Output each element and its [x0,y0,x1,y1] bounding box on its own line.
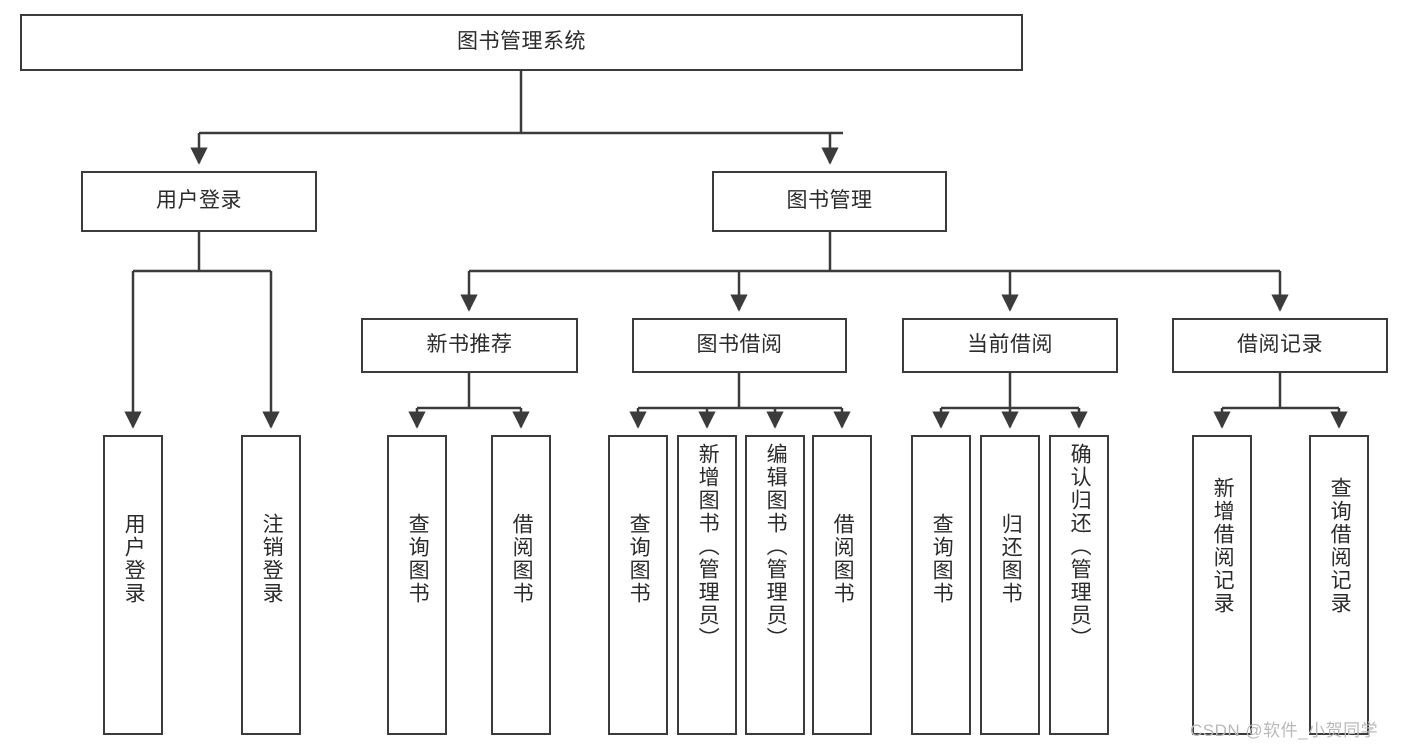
leaf-query-book-recommend[interactable]: 查询图书 [387,435,447,735]
leaf-confirm-return-admin-label: 确认归还（管理员） [1068,443,1092,650]
node-book-management-label: 图书管理 [786,189,873,213]
leaf-return-book[interactable]: 归还图书 [980,435,1040,735]
node-new-book-recommend[interactable]: 新书推荐 [361,318,578,373]
node-user-login-label: 用户登录 [156,189,242,213]
leaf-logout[interactable]: 注销登录 [241,435,301,735]
leaf-add-borrow-record[interactable]: 新增借阅记录 [1192,435,1252,735]
leaf-add-borrow-record-label: 新增借阅记录 [1211,477,1235,615]
leaf-borrow-book-recommend-label: 借阅图书 [510,513,534,605]
leaf-confirm-return-admin[interactable]: 确认归还（管理员） [1049,435,1109,735]
node-current-borrow-label: 当前借阅 [967,333,1053,357]
leaf-user-login[interactable]: 用户登录 [103,435,163,735]
node-book-borrow[interactable]: 图书借阅 [632,318,847,373]
node-current-borrow[interactable]: 当前借阅 [902,318,1118,373]
node-root-label: 图书管理系统 [457,30,586,54]
leaf-query-book-recommend-label: 查询图书 [406,513,430,605]
leaf-add-book-admin-label: 新增图书（管理员） [696,443,720,650]
leaf-add-book-admin[interactable]: 新增图书（管理员） [677,435,737,735]
leaf-query-borrow-record[interactable]: 查询借阅记录 [1309,435,1369,735]
leaf-return-book-label: 归还图书 [999,513,1023,605]
node-borrow-records[interactable]: 借阅记录 [1172,318,1388,373]
node-book-management[interactable]: 图书管理 [712,171,947,232]
node-borrow-records-label: 借阅记录 [1237,333,1323,357]
leaf-user-login-label: 用户登录 [122,513,146,605]
leaf-edit-book-admin-label: 编辑图书（管理员） [764,443,788,650]
leaf-query-book-borrow[interactable]: 查询图书 [608,435,668,735]
leaf-borrow-book[interactable]: 借阅图书 [812,435,872,735]
leaf-logout-label: 注销登录 [260,513,284,605]
leaf-query-book-borrow-label: 查询图书 [627,513,651,605]
node-new-book-recommend-label: 新书推荐 [426,333,513,357]
leaf-edit-book-admin[interactable]: 编辑图书（管理员） [745,435,805,735]
node-user-login[interactable]: 用户登录 [81,171,317,232]
leaf-borrow-book-label: 借阅图书 [831,513,855,605]
leaf-query-borrow-record-label: 查询借阅记录 [1328,477,1352,615]
leaf-query-book-current[interactable]: 查询图书 [911,435,971,735]
csdn-watermark: CSDN @软件_小贺同学 [1190,721,1379,740]
leaf-query-book-current-label: 查询图书 [930,513,954,605]
leaf-borrow-book-recommend[interactable]: 借阅图书 [491,435,551,735]
node-book-borrow-label: 图书借阅 [696,333,783,357]
node-root[interactable]: 图书管理系统 [20,14,1023,71]
